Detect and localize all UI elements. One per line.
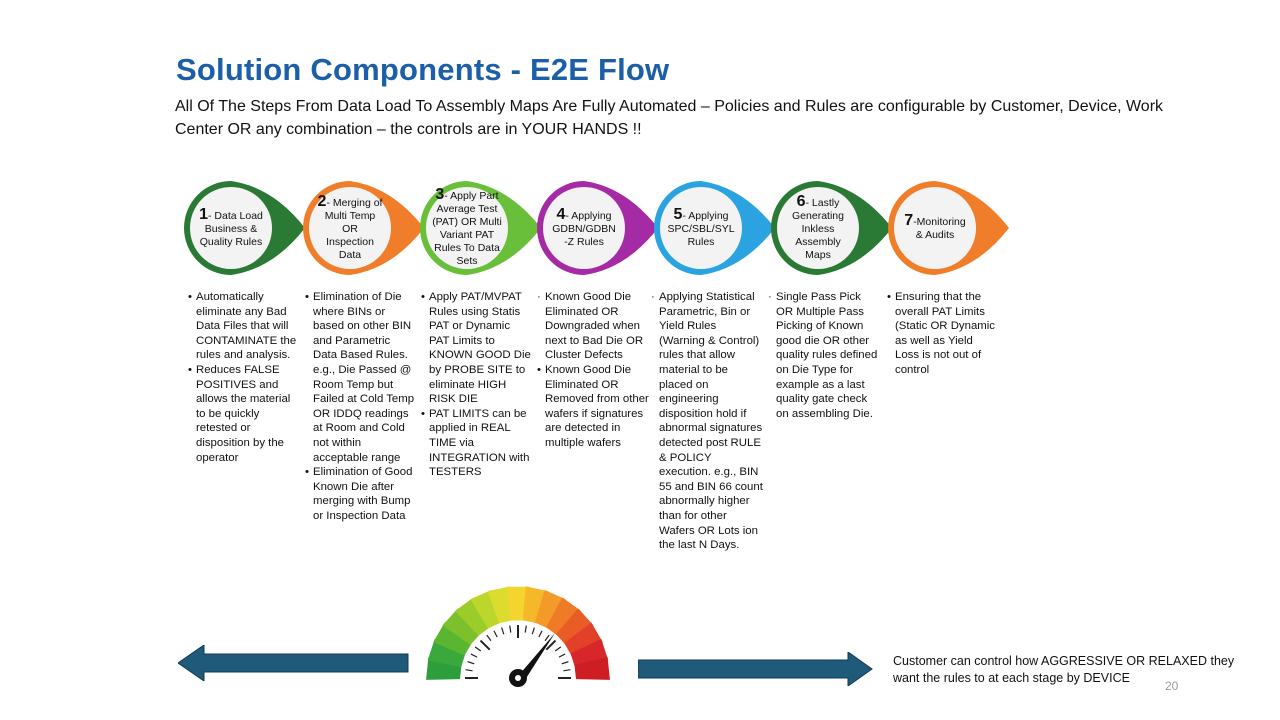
gauge-segment (555, 608, 594, 645)
bullet: Applying Statistical Parametric, Bin or … (651, 290, 763, 553)
gauge-segment (455, 597, 491, 636)
gauge-tick (509, 625, 512, 633)
step-inner-circle (190, 187, 272, 269)
gauge-ticks (465, 625, 571, 679)
flow-step-1: 1- Data Load Business & Quality Rules (177, 175, 305, 281)
gauge-segments (426, 586, 610, 680)
bullet: Reduces FALSE POSITIVES and allows the m… (188, 363, 300, 465)
step-inner-circle (894, 187, 976, 269)
bullet: Elimination of Die where BINs or based o… (305, 290, 417, 465)
step-3-label: - Apply Part Average Test (PAT) OR Multi… (432, 190, 502, 267)
gauge-tick (486, 634, 492, 642)
gauge-tick (563, 669, 571, 672)
bullet: Single Pass Pick OR Multiple Pass Pickin… (768, 290, 880, 421)
gauge-tick (545, 639, 557, 651)
step-7-label: -Monitoring & Audits (913, 216, 966, 241)
left-arrow-icon (178, 645, 409, 681)
gauge-tick (554, 646, 562, 652)
step-7-description: Ensuring that the overall PAT Limits (St… (887, 290, 999, 378)
gauge-tick (467, 661, 475, 665)
step-4-label: - Applying GDBN/GDBN -Z Rules (552, 209, 616, 248)
flow-step-4: 4- Applying GDBN/GDBN -Z Rules (530, 175, 658, 281)
flow-step-7: 7-Monitoring & Audits (881, 175, 1009, 281)
step-3-description: Apply PAT/MVPAT Rules using Statis PAT o… (421, 290, 533, 480)
bullet: PAT LIMITS can be applied in REAL TIME v… (421, 407, 533, 480)
bullet: Elimination of Good Known Die after merg… (305, 465, 417, 523)
gauge-tick (465, 669, 473, 672)
page-subtitle: All Of The Steps From Data Load To Assem… (175, 98, 1164, 138)
page-title: Solution Components - E2E Flow (176, 52, 670, 87)
step-1-number: 1 (199, 205, 209, 223)
step-7-number: 7 (904, 212, 914, 229)
gauge-segment (442, 608, 481, 645)
step-6-label: - Lastly Generating Inkless Assembly Map… (792, 196, 844, 261)
step-1-label: - Data Load Business & Quality Rules (199, 209, 263, 248)
bullet: Known Good Die Eliminated OR Downgraded … (537, 290, 649, 363)
flow-step-3: 3- Apply Part Average Test (PAT) OR Mult… (413, 175, 541, 281)
step-inner-circle (777, 187, 859, 269)
step-7-shape (888, 181, 1009, 275)
gauge-segment (545, 597, 581, 636)
gauge-segment (487, 586, 514, 624)
step-5-description: Applying Statistical Parametric, Bin or … (651, 290, 763, 553)
gauge-segment (433, 622, 472, 656)
gauge-segment (534, 589, 566, 629)
bullet: Apply PAT/MVPAT Rules using Statis PAT o… (421, 290, 533, 407)
gauge-tick (561, 661, 569, 665)
right-arrow-icon (638, 652, 873, 686)
step-inner-circle (426, 187, 508, 269)
flow-step-5: 5- Applying SPC/SBL/SYL Rules (647, 175, 775, 281)
gauge-tick (524, 625, 527, 633)
gauge-needle (513, 633, 555, 683)
bullet: Automatically eliminate any Bad Data Fil… (188, 290, 300, 363)
flow-step-2: 2- Merging of Multi Temp OR Inspection D… (296, 175, 424, 281)
step-inner-circle (309, 187, 391, 269)
gauge-tick (531, 627, 535, 635)
gauge-tick (538, 630, 543, 638)
step-2-label: - Merging of Multi Temp OR Inspection Da… (324, 196, 383, 261)
step-3-shape (420, 181, 541, 275)
step-3-number: 3 (435, 186, 445, 203)
step-2-number: 2 (317, 192, 327, 210)
gauge-tick (501, 627, 505, 635)
gauge-tick (479, 639, 491, 651)
step-5-number: 5 (673, 205, 683, 223)
step-inner-circle (543, 187, 625, 269)
speedometer-gauge-icon (426, 586, 610, 687)
gauge-tick (470, 653, 478, 658)
step-2-shape (303, 181, 424, 275)
page-number: 20 (1165, 679, 1179, 693)
step-1-shape (184, 181, 305, 275)
footnote: Customer can control how AGGRESSIVE OR R… (893, 654, 1235, 685)
step-4-shape (537, 181, 658, 275)
step-6-number: 6 (796, 192, 806, 210)
step-2-description: Elimination of Die where BINs or based o… (305, 290, 417, 524)
step-6-shape (771, 181, 892, 275)
gauge-segment (574, 657, 610, 680)
gauge-segment (427, 638, 466, 668)
step-6-description: Single Pass Pick OR Multiple Pass Pickin… (768, 290, 880, 421)
bullet: Ensuring that the overall PAT Limits (St… (887, 290, 999, 378)
step-5-label: - Applying SPC/SBL/SYL Rules (667, 209, 735, 248)
step-4-number: 4 (556, 205, 566, 223)
step-1-description: Automatically eliminate any Bad Data Fil… (188, 290, 300, 465)
bullet: Known Good Die Eliminated OR Removed fro… (537, 363, 649, 451)
step-inner-circle (660, 187, 742, 269)
step-5-shape (654, 181, 775, 275)
gauge-tick (558, 653, 566, 658)
gauge-tick (474, 646, 482, 652)
gauge-tick (493, 630, 498, 638)
gauge-segment (522, 586, 549, 624)
gauge-segment (564, 622, 603, 656)
gauge-tick (544, 634, 550, 642)
flow-step-6: 6- Lastly Generating Inkless Assembly Ma… (764, 175, 892, 281)
step-4-description: Known Good Die Eliminated OR Downgraded … (537, 290, 649, 451)
